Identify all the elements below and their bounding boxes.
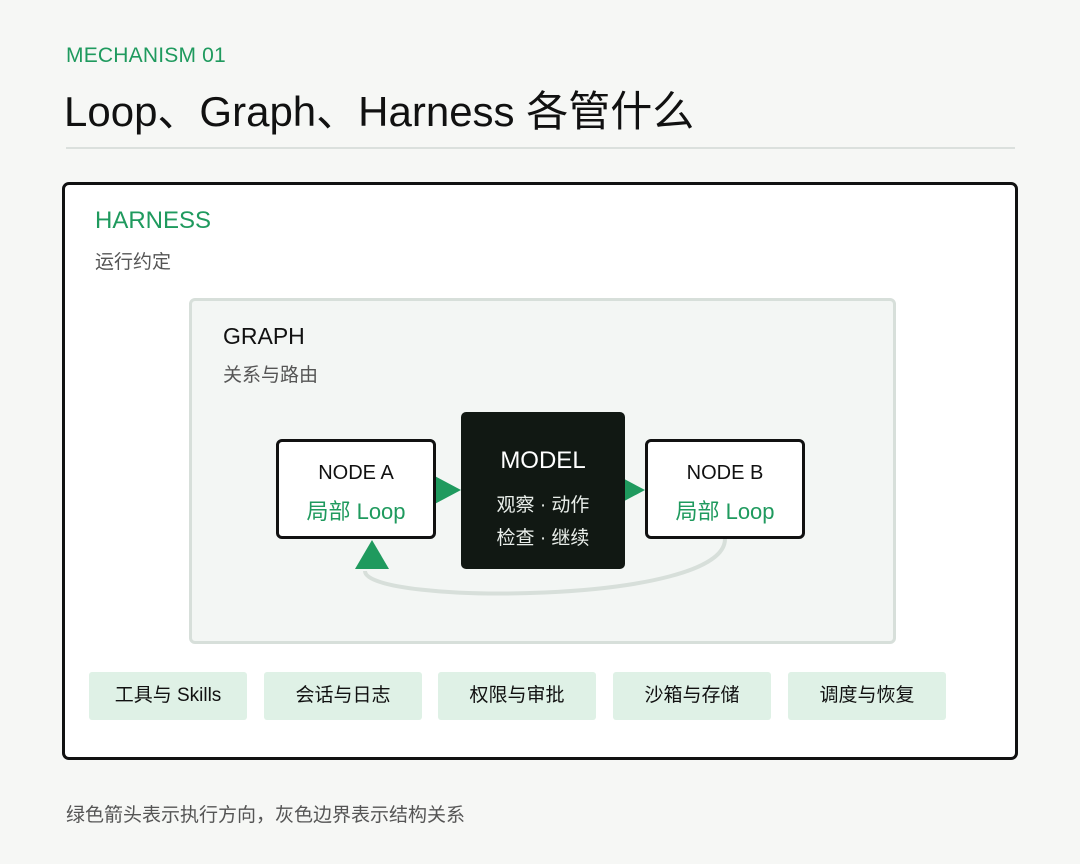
legend-note: 绿色箭头表示执行方向，灰色边界表示结构关系: [66, 805, 466, 826]
chip-session-log: 会话与日志: [264, 672, 422, 720]
title-divider: [66, 147, 1015, 149]
chip-permission-approval: 权限与审批: [438, 672, 596, 720]
chip-tools-skills: 工具与 Skills: [89, 672, 247, 720]
node-a-loop: 局部 Loop: [306, 499, 406, 524]
graph-title: GRAPH: [223, 323, 305, 349]
node-b-name: NODE B: [686, 462, 764, 484]
node-b-loop: 局部 Loop: [675, 499, 775, 524]
model-title: MODEL: [500, 447, 586, 474]
node-b: NODE B 局部 Loop: [645, 439, 805, 539]
node-a: NODE A 局部 Loop: [276, 439, 436, 539]
chip-schedule-recovery: 调度与恢复: [788, 672, 946, 720]
harness-subtitle: 运行约定: [95, 252, 172, 273]
graph-subtitle: 关系与路由: [223, 365, 319, 386]
page-title: Loop、Graph、Harness 各管什么: [64, 88, 695, 135]
model-steps-1: 观察 · 动作: [496, 495, 590, 516]
harness-title: HARNESS: [95, 207, 212, 234]
mechanism-label: MECHANISM 01: [66, 44, 226, 67]
harness-box: HARNESS 运行约定 GRAPH 关系与路由 NODE A 局部 Loop …: [62, 182, 1018, 760]
chip-sandbox-storage: 沙箱与存储: [613, 672, 771, 720]
model-block: MODEL 观察 · 动作 检查 · 继续: [461, 412, 625, 569]
node-a-name: NODE A: [318, 462, 394, 484]
model-steps-2: 检查 · 继续: [496, 528, 590, 549]
